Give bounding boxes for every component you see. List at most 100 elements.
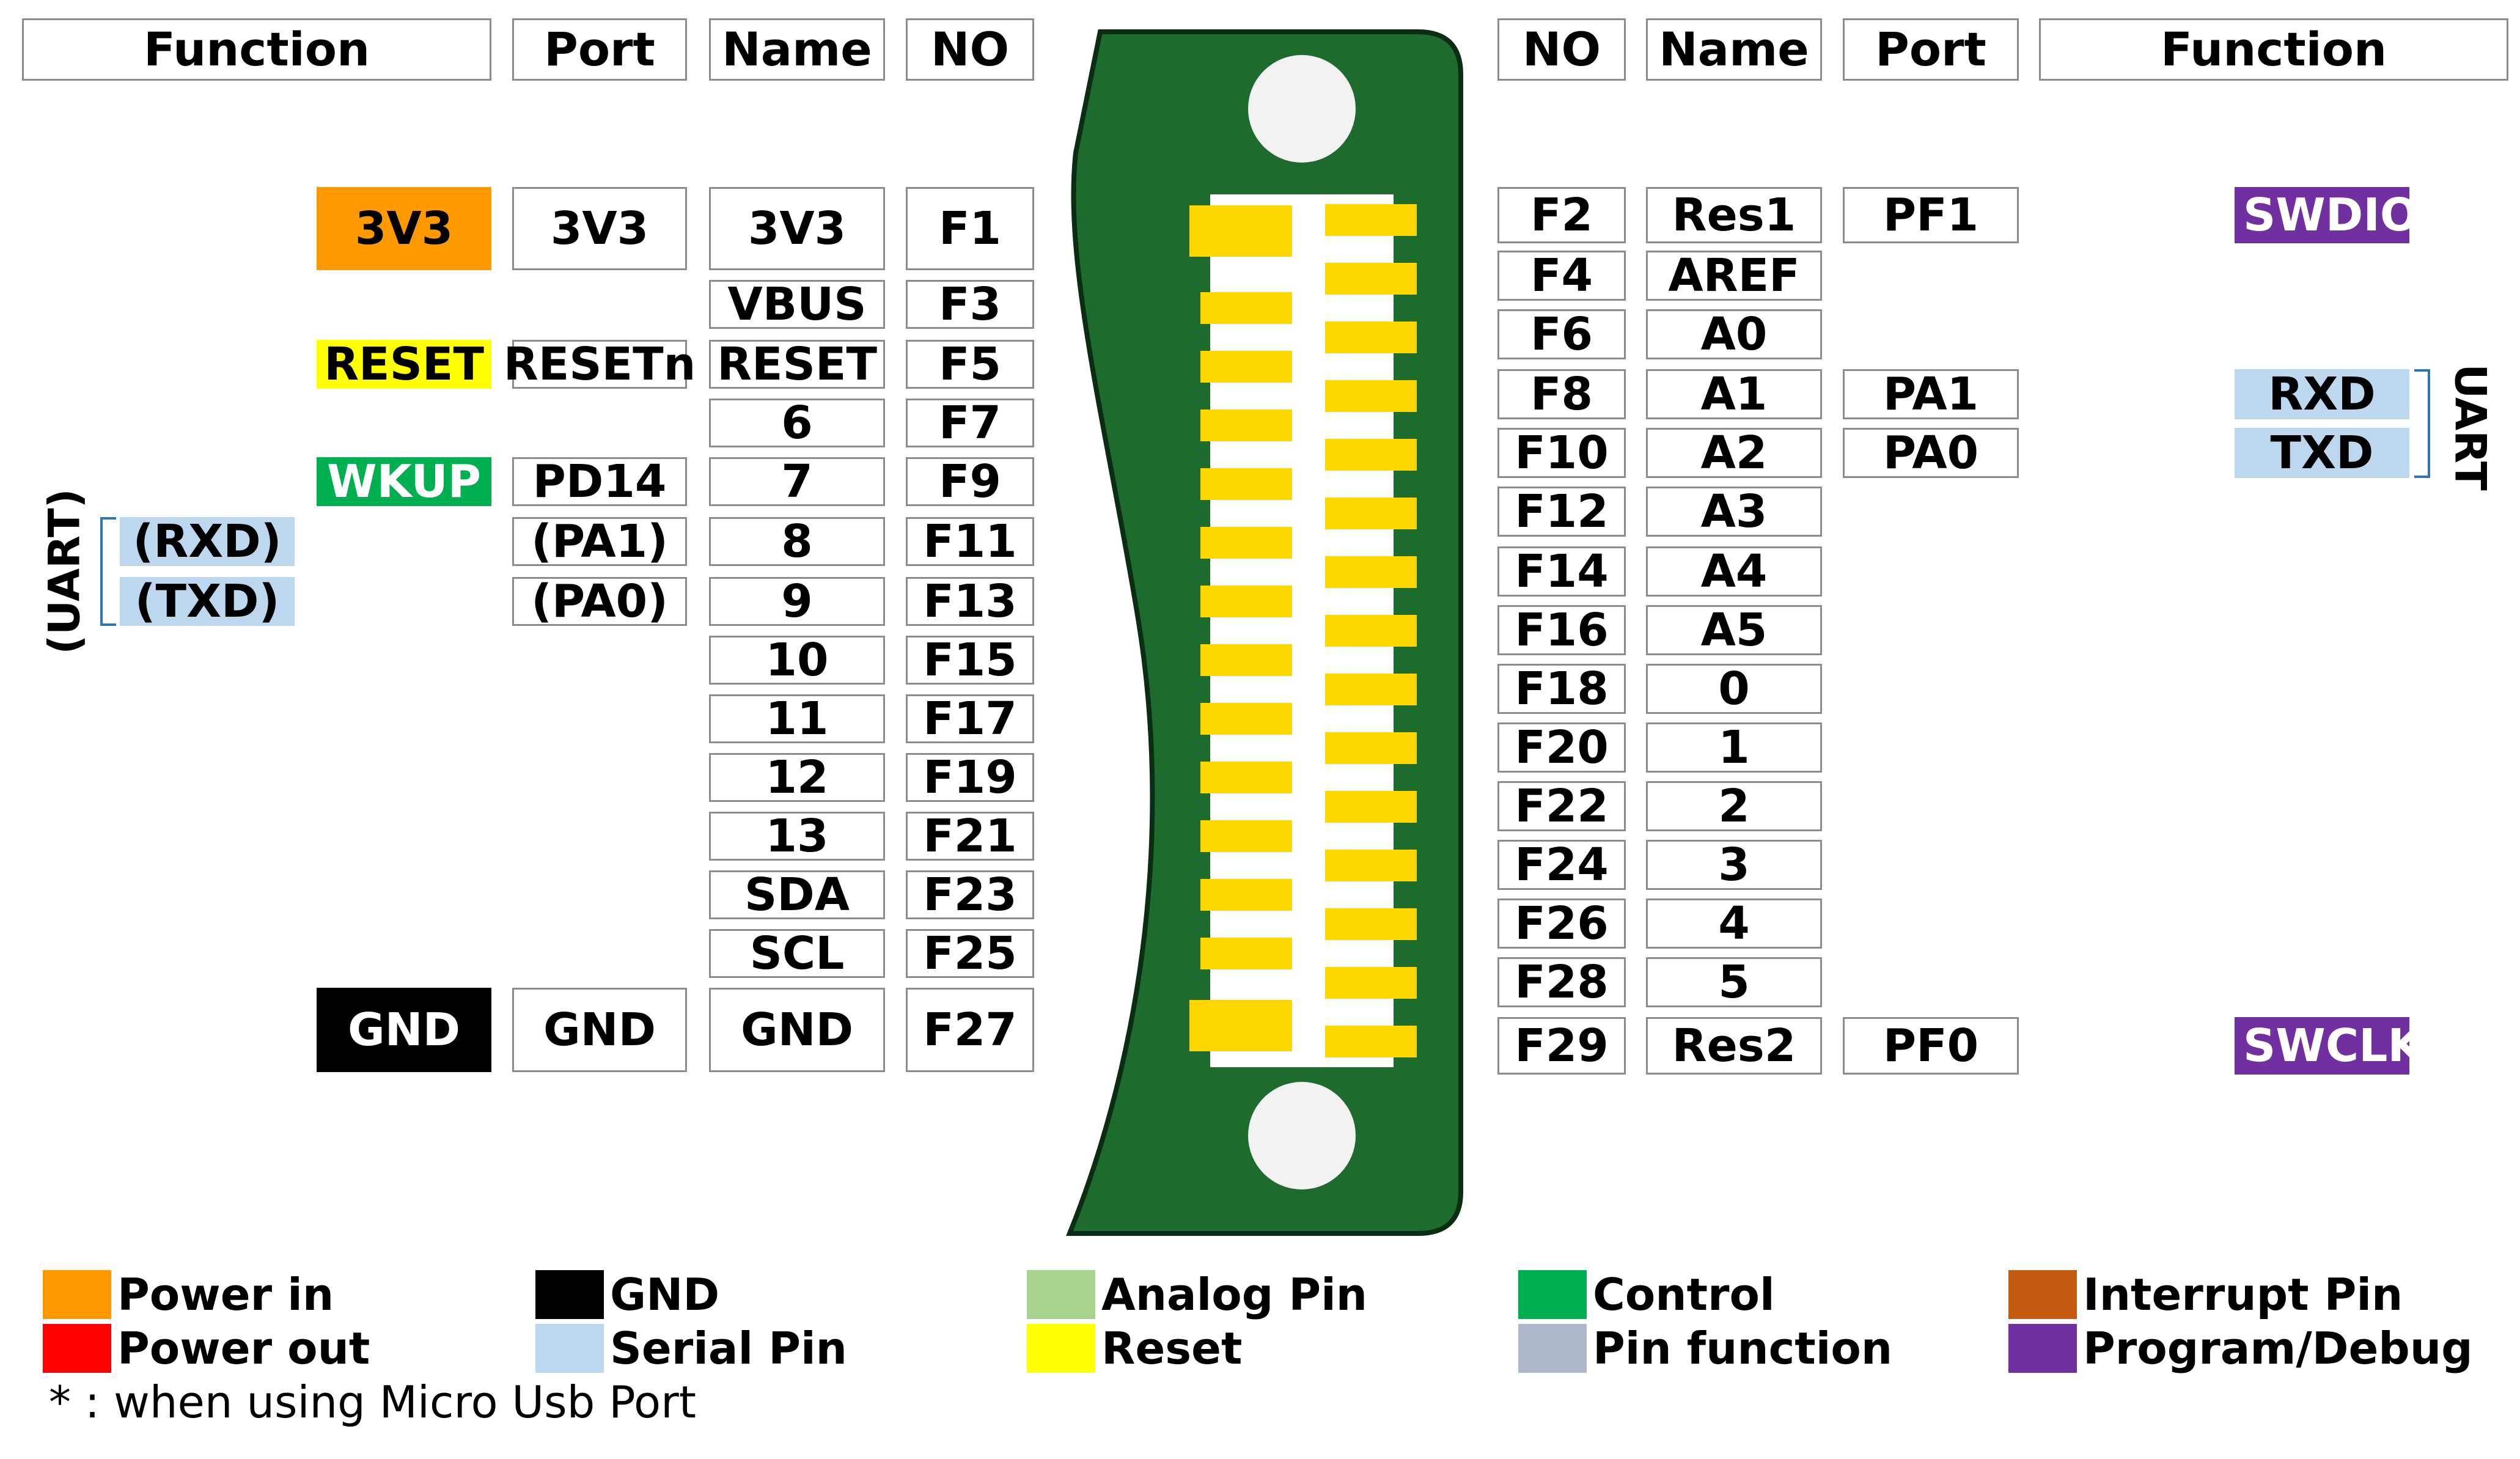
legend-item-power-in: Power in: [43, 1269, 334, 1320]
left-name-cell: 11: [709, 694, 885, 743]
legend-swatch: [1027, 1324, 1095, 1373]
right-port-cell: PF0: [1843, 1017, 2019, 1075]
right-name-cell: Res2: [1646, 1017, 1822, 1075]
left-port-cell: 3V3: [512, 187, 687, 270]
connector-pad: [1325, 850, 1417, 881]
left-name-cell: SDA: [709, 870, 885, 919]
left-name-cell: 8: [709, 517, 885, 566]
right-name-cell: A5: [1646, 605, 1822, 655]
left-port-cell: GND: [512, 988, 687, 1072]
serial-label-txd: (TXD): [120, 577, 295, 626]
left-name-cell: 3V3: [709, 187, 885, 270]
reset-label: RESET: [317, 340, 491, 389]
right-no-cell: F6: [1497, 309, 1626, 359]
mounting-hole-bottom: [1248, 1082, 1356, 1189]
right-header-function: Function: [2039, 18, 2508, 81]
connector-pad: [1200, 762, 1292, 793]
legend-item-program-debug: Program/Debug: [2008, 1323, 2473, 1374]
connector-pad: [1200, 586, 1292, 617]
connector-pad: [1200, 644, 1292, 676]
connector-pad: [1325, 791, 1417, 823]
uart-label-right: UART: [2445, 364, 2496, 491]
left-name-cell: 13: [709, 812, 885, 861]
left-no-cell: F27: [906, 988, 1034, 1072]
legend-swatch: [1027, 1270, 1095, 1319]
legend-label: Power out: [117, 1323, 370, 1374]
uart-bracket-right: [2414, 369, 2430, 478]
swclk-label: SWCLK: [2235, 1017, 2423, 1075]
connector-pad-large: [1189, 205, 1292, 257]
left-no-cell: F13: [906, 577, 1034, 626]
right-no-cell: F2: [1497, 187, 1626, 243]
right-no-cell: F8: [1497, 369, 1626, 419]
right-name-cell: A1: [1646, 369, 1822, 419]
left-name-cell: SCL: [709, 929, 885, 978]
left-name-cell: VBUS: [709, 280, 885, 329]
connector-pad: [1200, 351, 1292, 383]
left-no-cell: F3: [906, 280, 1034, 329]
left-header-name: Name: [709, 18, 885, 81]
connector-pads: [1189, 204, 1417, 1057]
legend-item-analog-pin: Analog Pin: [1027, 1269, 1368, 1320]
uart-label-left: (UART): [39, 488, 90, 655]
right-name-cell: 2: [1646, 781, 1822, 831]
legend-swatch: [535, 1324, 604, 1373]
legend-label: GND: [610, 1269, 720, 1320]
legend-swatch: [535, 1270, 604, 1319]
connector-pad: [1200, 410, 1292, 441]
power-in-label: 3V3: [317, 187, 491, 270]
right-name-cell: A3: [1646, 487, 1822, 537]
connector-pad: [1200, 468, 1292, 500]
gnd-label: GND: [317, 988, 491, 1072]
left-header-no: NO: [906, 18, 1034, 81]
right-name-cell: 3: [1646, 840, 1822, 890]
right-no-cell: F10: [1497, 428, 1626, 478]
left-port-cell: RESETn: [503, 338, 696, 391]
left-no-cell: F19: [906, 753, 1034, 802]
connector-pad: [1325, 967, 1417, 999]
serial-label-txd-right: TXD: [2235, 428, 2409, 478]
connector-pad: [1325, 908, 1417, 940]
legend-item-serial-pin: Serial Pin: [535, 1323, 847, 1374]
legend-swatch: [2008, 1324, 2077, 1373]
left-no-cell: F15: [906, 636, 1034, 685]
right-header-name: Name: [1646, 18, 1822, 81]
right-name-cell: A0: [1646, 309, 1822, 359]
right-port-cell: PF1: [1843, 187, 2019, 243]
right-no-cell: F22: [1497, 781, 1626, 831]
left-port-cell: (PA0): [512, 577, 687, 626]
left-no-cell: F17: [906, 694, 1034, 743]
right-name-cell: Res1: [1646, 187, 1822, 243]
serial-label-rxd: (RXD): [120, 517, 295, 566]
legend-item-pin-function: Pin function: [1518, 1323, 1892, 1374]
connector-pad: [1325, 498, 1417, 529]
right-port-cell: PA1: [1843, 369, 2019, 419]
connector-pad: [1325, 1026, 1417, 1057]
right-no-cell: F26: [1497, 899, 1626, 949]
left-header-port: Port: [512, 18, 687, 81]
connector-pad: [1200, 703, 1292, 735]
legend-swatch: [1518, 1270, 1587, 1319]
left-name-cell: 9: [709, 577, 885, 626]
legend-swatch: [43, 1324, 111, 1373]
right-name-cell: 5: [1646, 957, 1822, 1007]
connector-pad: [1325, 615, 1417, 647]
left-port-cell: (PA1): [512, 517, 687, 566]
right-header-no: NO: [1497, 18, 1626, 81]
connector-pad: [1200, 820, 1292, 852]
right-header-port: Port: [1843, 18, 2019, 81]
left-no-cell: F23: [906, 870, 1034, 919]
left-header-function: Function: [22, 18, 491, 81]
legend-label: Power in: [117, 1269, 334, 1320]
uart-bracket-left: [100, 517, 116, 626]
connector-pad: [1325, 263, 1417, 295]
swdio-label: SWDIO: [2235, 187, 2419, 243]
legend-label: Serial Pin: [610, 1323, 847, 1374]
connector-pad: [1325, 556, 1417, 588]
connector-pad: [1200, 879, 1292, 911]
legend-label: Analog Pin: [1101, 1269, 1368, 1320]
legend-item-power-out: Power out: [43, 1323, 370, 1374]
mounting-hole-top: [1248, 55, 1356, 163]
legend-label: Program/Debug: [2083, 1323, 2473, 1374]
